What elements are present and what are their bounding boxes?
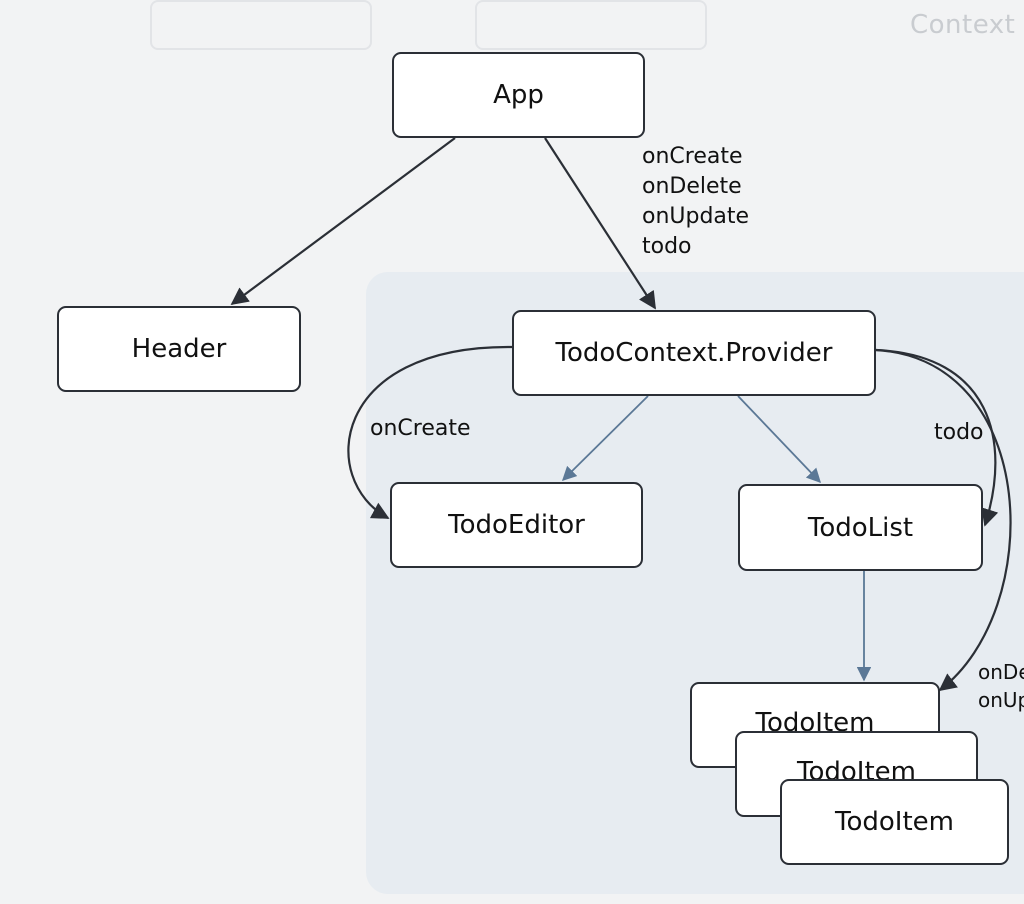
node-header-label: Header [131,334,227,364]
edge-provider-item-curve [875,348,1012,692]
edge-label-oncreate: onCreate [642,144,743,169]
node-header: Header [57,306,301,392]
edge-label-ondelete-partial: onDe [978,660,1024,684]
edge-label-provider-item: onDe onUp [978,658,1024,714]
node-item-front-label: TodoItem [835,807,954,837]
edge-label-onupdate: onUpdate [642,204,750,229]
node-todo-list: TodoList [738,484,983,571]
node-list-label: TodoList [807,512,914,543]
edge-provider-editor-curve [347,345,513,519]
edge-label-ondelete: onDelete [642,174,742,199]
edge-label-onupdate-partial: onUp [978,688,1024,712]
edge-provider-editor [561,395,649,482]
node-provider-label: TodoContext.Provider [555,338,833,368]
faint-box-sidebar [475,0,707,50]
node-app-label: App [493,80,544,110]
node-todo-item-front: TodoItem [780,779,1009,865]
edge-app-header [230,137,456,306]
edge-label-todo: todo [642,234,692,259]
node-app: App [392,52,645,138]
edge-app-provider [544,137,656,310]
edge-provider-list [737,395,821,484]
edge-label-app-provider: onCreate onDelete onUpdate todo [642,142,749,262]
node-editor-label: TodoEditor [448,510,585,540]
faint-box-main [150,0,372,50]
context-watermark: Context [910,10,1016,40]
node-todo-context-provider: TodoContext.Provider [512,310,876,396]
edge-label-provider-list: todo [934,420,984,445]
edge-label-provider-editor: onCreate [370,416,471,441]
edge-provider-list-curve [875,348,999,527]
node-todo-editor: TodoEditor [390,482,643,568]
